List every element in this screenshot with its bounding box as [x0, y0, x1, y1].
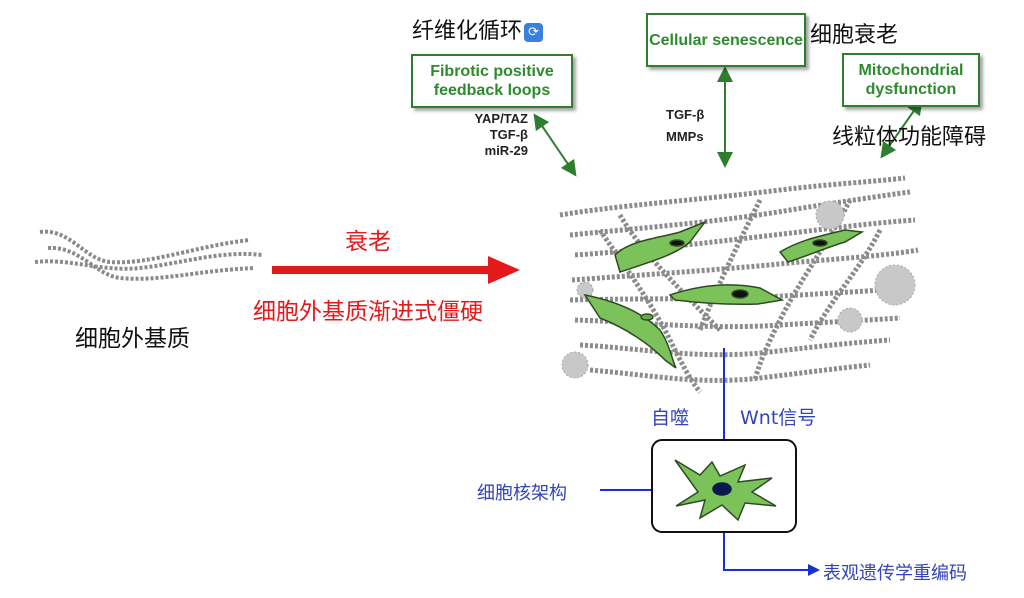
mediator-mir-29: miR-29: [484, 143, 528, 158]
mito-dysfunction-cn: 线粒体功能障碍: [832, 125, 987, 150]
nuclear-architecture-label: 细胞核架构: [477, 483, 567, 504]
ecm-fibers-young: [34, 229, 263, 281]
senescence-label: Cellular senescence: [649, 31, 803, 49]
ecm-label: 细胞外基质: [75, 326, 190, 352]
mediator-tgf-beta: TGF-β: [489, 127, 528, 142]
fibrotic-loop-cn: 纤维化循环⟳: [412, 13, 544, 45]
ecm-fibers-stiff: [559, 175, 919, 394]
cellular-senescence-cn: 细胞衰老: [810, 23, 899, 48]
fibrotic-loops-box: Fibrotic positive feedback loops: [411, 54, 573, 108]
aging-arrow: [272, 256, 520, 284]
autophagy-label: 自噬: [651, 407, 690, 429]
repeat-icon: ⟳: [524, 23, 544, 42]
epigenetic-label: 表观遗传学重编码: [823, 563, 967, 584]
isolated-fibroblast: [674, 459, 777, 522]
fibrotic-double-arrow: [533, 113, 577, 177]
wnt-label: Wnt信号: [740, 407, 817, 429]
mediator-mmps: MMPs: [666, 129, 704, 144]
mito-box: Mitochondrial dysfunction: [842, 53, 980, 107]
ecm-particles: [561, 200, 916, 379]
fibrotic-loops-label: Fibrotic positive feedback loops: [430, 63, 554, 99]
mediator-yap-taz: YAP/TAZ: [474, 111, 528, 126]
aging-label: 衰老: [345, 229, 391, 255]
ecm-stiffening-label: 细胞外基质渐进式僵硬: [253, 299, 483, 325]
fibroblast-cells: [583, 220, 865, 369]
fibrotic-mediators: YAP/TAZ TGF-β miR-29: [440, 111, 528, 159]
mediator-tgf-beta-2: TGF-β: [666, 107, 705, 122]
senescence-box: Cellular senescence: [646, 13, 806, 67]
fibrotic-loop-cn-text: 纤维化循环: [412, 19, 523, 44]
senescence-mediators: TGF-β MMPs: [666, 104, 720, 148]
mito-label: Mitochondrial dysfunction: [858, 62, 964, 98]
mito-double-arrow: [880, 98, 923, 159]
